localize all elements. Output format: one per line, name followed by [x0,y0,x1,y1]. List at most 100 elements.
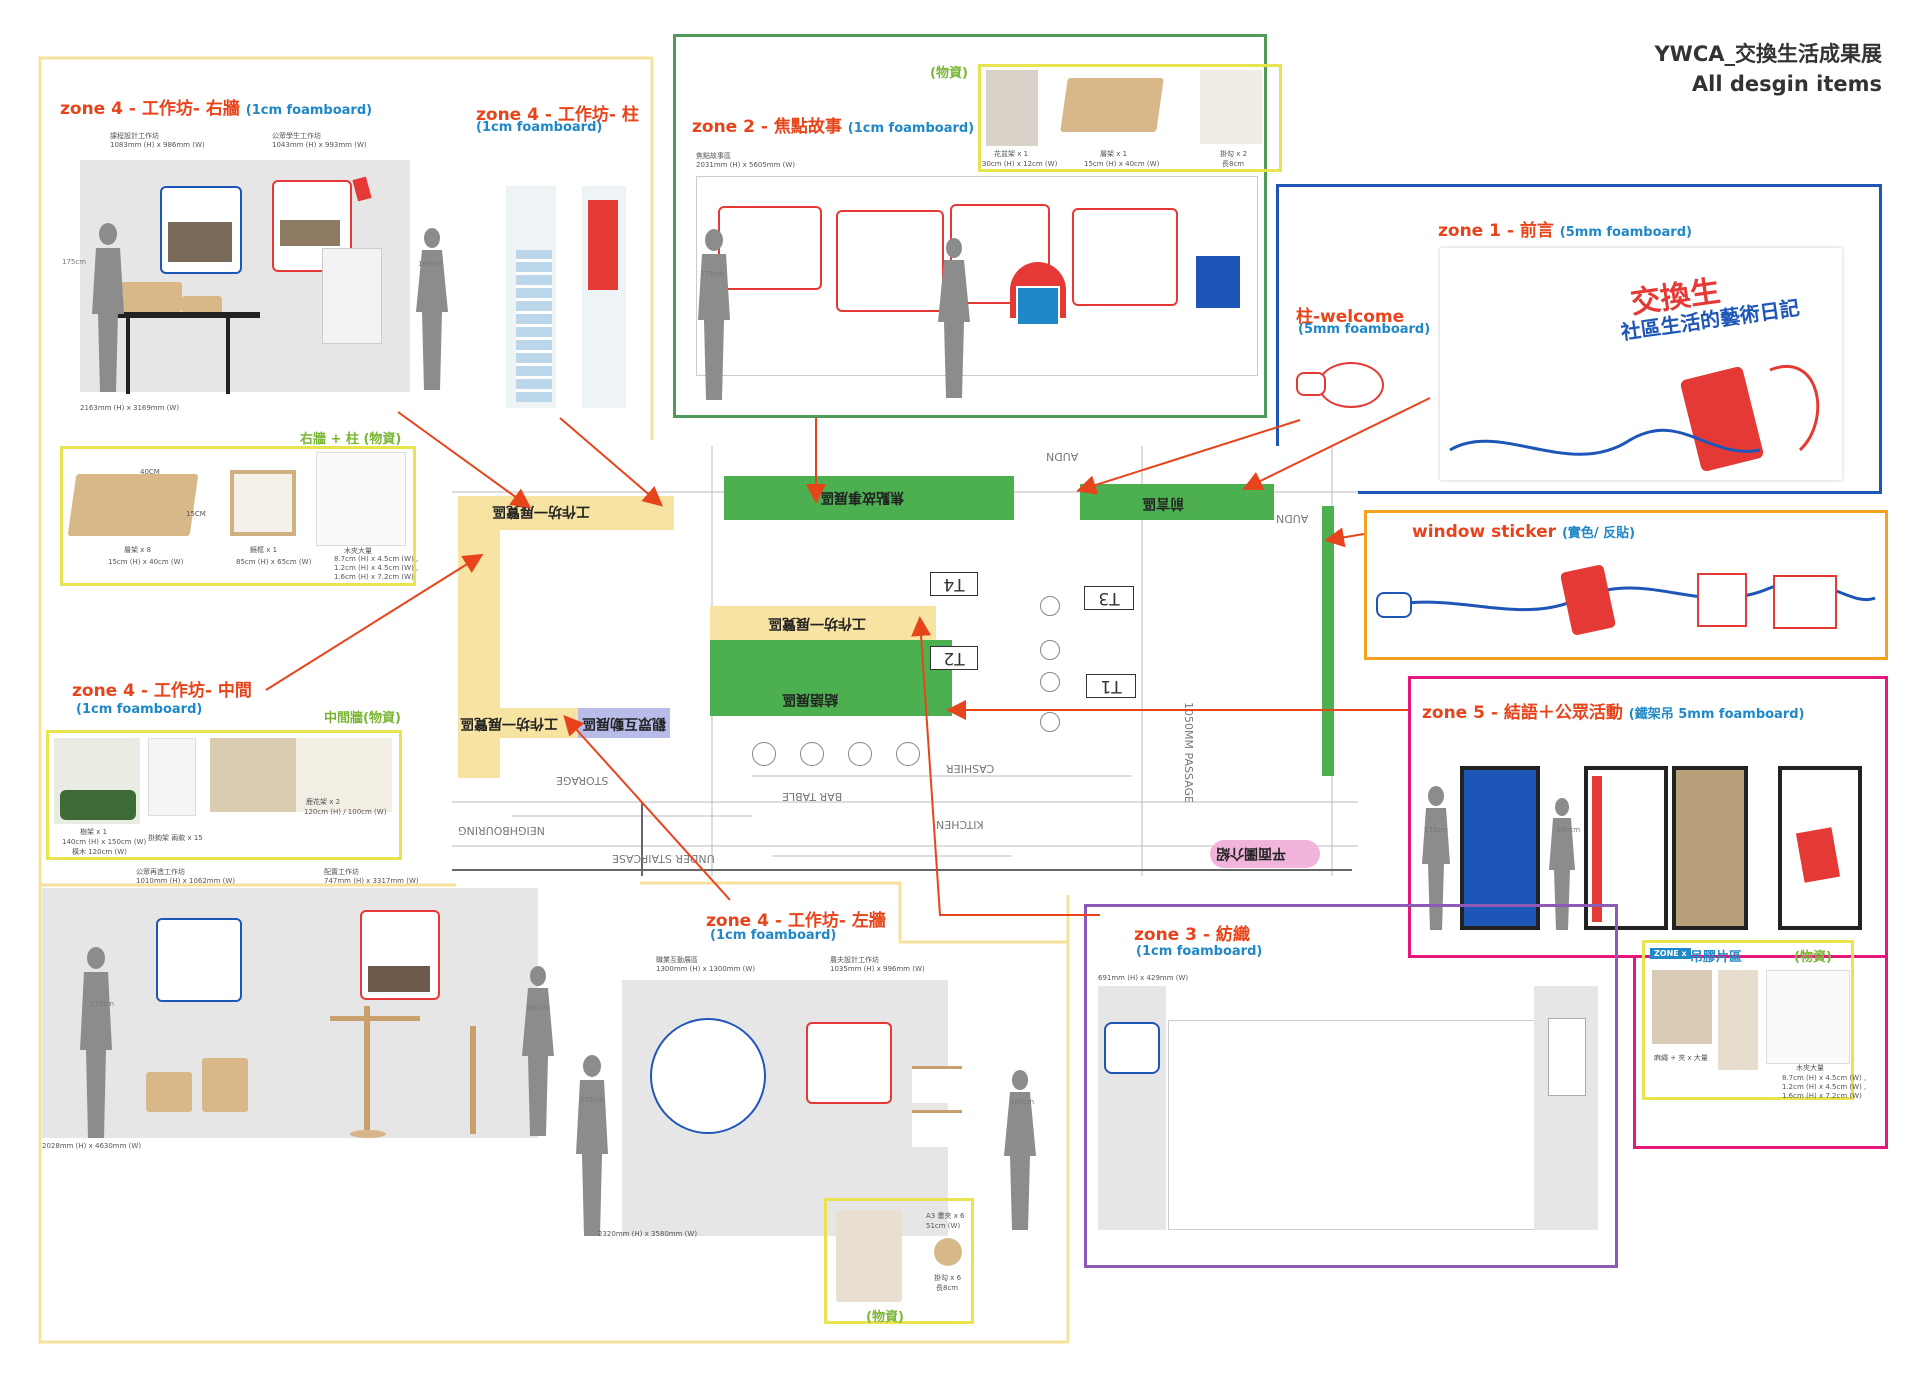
dim-label: 配置工作坊 [324,868,359,876]
area-plan-intro [1210,840,1320,868]
label-passage: 1050MM PASSAGE [1181,702,1195,803]
dim-size: 1300mm (H) x 1300mm (W) [656,965,756,973]
zone4-pillar-material: (1cm foamboard) [476,120,603,135]
table-t3: T3 [1084,586,1134,610]
zone1-title-text: zone 1 - 前言 [1438,221,1554,241]
zone3-frame [1084,904,1618,1268]
window-hand-icon [1376,592,1412,618]
label-under-staircase: UNDER STAIRCASE [612,852,715,865]
area-label-interactive: 觀眾互動展區 [582,715,666,731]
zone4-left-dim-bottom: 2320mm (H) x 3580mm (W) [598,1230,698,1238]
material-size: 120cm (H) / 100cm (W) [304,808,387,816]
zone5-materials-label-2: (物資) [1794,950,1832,965]
zone3-material: (1cm foamboard) [1136,944,1263,959]
label-audn: AUDN [1046,450,1079,463]
photo [280,220,340,246]
seat [1040,640,1060,660]
material-item: 掛勾 x 2 [1220,150,1248,158]
zone2-panel-4 [1072,208,1178,306]
window-material: (實色/ 反貼) [1561,526,1636,541]
material-item: 樹架 x 1 [80,828,108,836]
table-t2: T2 [930,646,978,670]
height-marker: 175cm [580,1096,605,1104]
zone2-title: zone 2 - 焦點故事 (1cm foamboard) [692,112,974,137]
dim-label: 農夫設計工作坊 [830,956,879,964]
mirror-frame [230,470,296,536]
window-frame [1364,510,1888,660]
table-t4: T4 [930,572,978,596]
height-marker: 175cm [62,258,87,266]
zone4-right-title: zone 4 - 工作坊- 右牆 (1cm foamboard) [60,94,372,119]
window-title: window sticker (實色/ 反貼) [1412,522,1635,542]
zone2-frame [673,34,1267,418]
zone5-poster-3 [1672,766,1748,930]
zone1-frame [1276,184,1882,494]
material-size: 30cm (H) x 12cm (W) [982,160,1058,168]
pillar-grid [516,250,552,402]
plank-dim: 40CM [140,468,160,476]
middle-materials-label: 中間牆(物資) [324,711,401,726]
material-size: 長8cm [1222,160,1245,168]
table-leg [226,318,230,394]
zone5-poster-4 [1778,766,1862,930]
material-size: 51cm (W) [926,1222,961,1230]
zone5-frame-lower [1633,955,1888,1149]
table [104,312,260,318]
photo [168,222,232,262]
bar-seat [800,742,824,766]
material-wood: 木夾大量 [1796,1064,1824,1072]
dim-label: 焦點故事區 [696,152,731,160]
window-title-text: window sticker [1412,522,1557,542]
zone2-materials-label: (物資) [930,66,968,81]
zone5-frame [1408,676,1888,958]
flower-pot-photo [986,70,1038,146]
area-focus-story [724,476,1014,520]
label-bar-table: BAR TABLE [782,790,843,803]
person-silhouette-icon [80,947,112,1138]
zone5-title: zone 5 - 結語＋公眾活動 (鐵架吊 5mm foamboard) [1422,698,1805,723]
deer-planter [202,1058,248,1112]
material-size: 1.6cm (H) x 7.2cm (W) [334,573,414,581]
material-size: 1.6cm (H) x 7.2cm (W) [1782,1092,1862,1100]
a3-clamp-photo [836,1210,902,1302]
shelf-plank [67,474,199,536]
a3-board [912,1110,962,1147]
dim-label: 公眾學生工作坊 [272,132,321,140]
clip-list [1766,970,1850,1064]
area-workshop-left [458,530,500,778]
person-silhouette-icon [416,228,448,390]
person-silhouette-icon [1422,786,1450,930]
zone4-pillar-title: zone 4 - 工作坊- 柱 [476,105,639,125]
height-marker: 160cm [1010,1098,1035,1106]
tree-stand [364,1006,370,1134]
zone5-materials-tag: ZONE x [1650,948,1691,959]
material-item: 掛鉤架 兩款 x 15 [148,834,203,842]
plank-dim: 15CM [186,510,206,518]
material-size: 1.2cm (H) x 4.5cm (W) , [1782,1083,1867,1091]
area-workshop-bottom [458,708,578,738]
dim-label: 公眾再造工作坊 [136,868,185,876]
dim-size: 1043mm (H) x 993mm (W) [272,141,367,149]
height-marker: 160cm [418,260,443,268]
right-pillar-materials-label: 右牆 + 柱 (物資) [300,432,402,447]
welcome-sign [1318,362,1384,408]
zone4-left-materials-box [824,1198,974,1324]
area-label-workshop-top: 工作坊一展覽區 [492,503,590,519]
material-item: 鹿花架 x 2 [306,798,341,806]
zone2-materials-box [978,64,1282,172]
zone4-middle-panel-1 [156,918,242,1002]
dim-label: 職業互動展區 [656,956,698,964]
label-cashier: CASHIER [946,762,995,775]
seat [1040,596,1060,616]
welcome-title: 柱-welcome [1296,307,1405,327]
table-t1: T1 [1086,674,1136,698]
page-title: YWCA_交換生活成果展 [1654,42,1882,66]
material-item: 鏡框 x 1 [250,546,278,554]
zone3-dim: 691mm (H) x 429mm (W) [1098,974,1189,982]
